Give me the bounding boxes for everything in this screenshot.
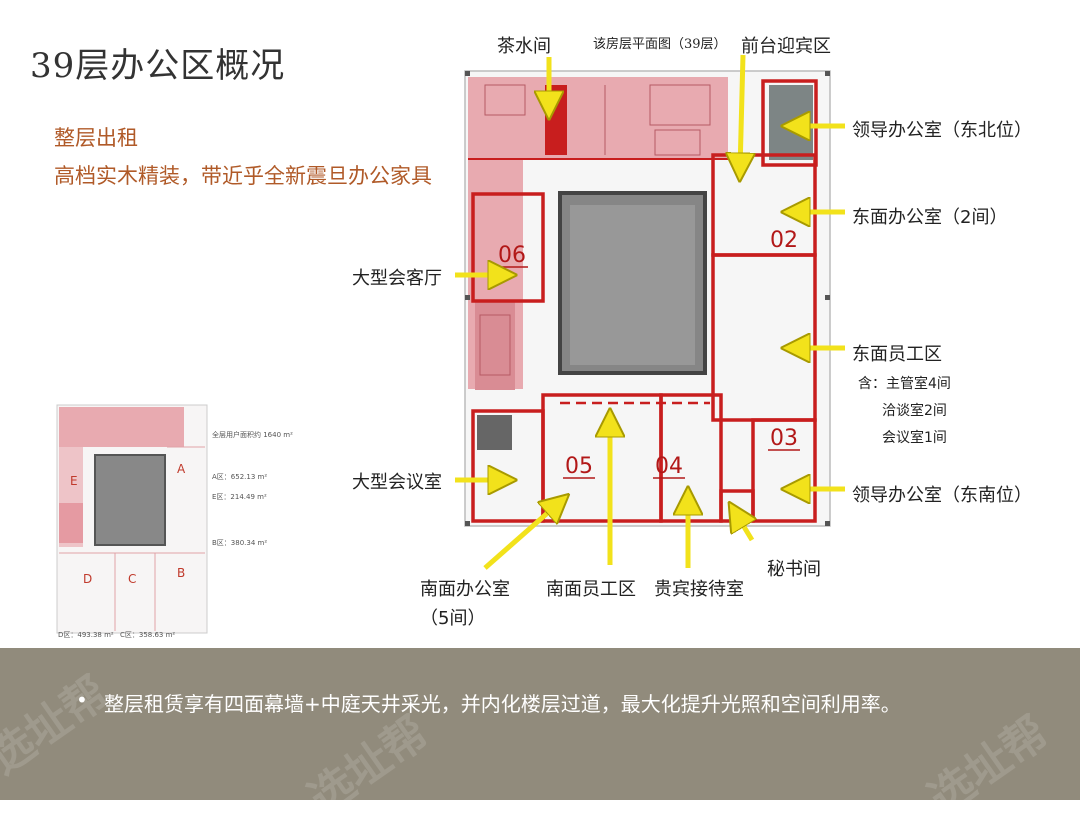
svg-text:03: 03: [770, 426, 798, 451]
svg-text:04: 04: [655, 454, 683, 479]
label-vip-room: 贵宾接待室: [654, 579, 744, 600]
label-south-office: 南面办公室: [420, 579, 510, 600]
svg-text:02: 02: [770, 228, 798, 253]
mini-note-a: A区：652.13 m²: [212, 473, 268, 481]
label-secretary: 秘书间: [767, 559, 821, 580]
mini-zone-d: D: [83, 572, 93, 586]
mini-zone-c: C: [128, 572, 137, 586]
label-tea-room: 茶水间: [497, 36, 551, 57]
label-south-office-count: （5间）: [420, 608, 486, 629]
mini-floor-plan: [56, 404, 208, 634]
label-reception: 前台迎宾区: [741, 36, 831, 57]
label-leader-se: 领导办公室（东南位）: [852, 485, 1032, 506]
svg-text:05: 05: [565, 454, 593, 479]
label-big-reception-hall: 大型会客厅: [352, 268, 442, 289]
mini-zone-e: E: [70, 474, 78, 488]
label-south-staff: 南面员工区: [546, 579, 636, 600]
label-east-staff: 东面员工区: [852, 344, 942, 365]
subtitle-line-2: 高档实木精装，带近乎全新震旦办公家具: [54, 164, 432, 188]
label-leader-ne: 领导办公室（东北位）: [852, 120, 1032, 141]
mini-zone-a: A: [177, 462, 186, 476]
east-staff-note-2: 洽谈室2间: [882, 403, 947, 419]
subtitle-line-1: 整层出租: [54, 126, 138, 150]
mini-note-total: 全层用户面积约 1640 m²: [212, 431, 293, 439]
footer-bullet: •: [76, 688, 88, 712]
label-big-meeting: 大型会议室: [352, 472, 442, 493]
footer-band: [0, 648, 1080, 800]
east-staff-note-1: 含：主管室4间: [858, 376, 951, 392]
label-east-office: 东面办公室（2间）: [852, 207, 1008, 228]
mini-note-c: C区：358.63 m²: [120, 631, 176, 639]
east-staff-note-3: 会议室1间: [882, 430, 947, 446]
footer-text: 整层租赁享有四面幕墙+中庭天井采光，并内化楼层过道，最大化提升光照和空间利用率。: [104, 692, 901, 716]
plan-title: 该房层平面图（39层）: [593, 37, 727, 52]
mini-note-d: D区：493.38 m²: [58, 631, 114, 639]
callout-arrows: [455, 54, 845, 570]
mini-note-e: E区：214.49 m²: [212, 493, 267, 501]
mini-zone-b: B: [177, 566, 186, 580]
floor-plan: 06 02 03 05 04: [464, 70, 831, 527]
slide-title: 39层办公区概况: [30, 46, 286, 86]
mini-note-b: B区：380.34 m²: [212, 539, 268, 547]
